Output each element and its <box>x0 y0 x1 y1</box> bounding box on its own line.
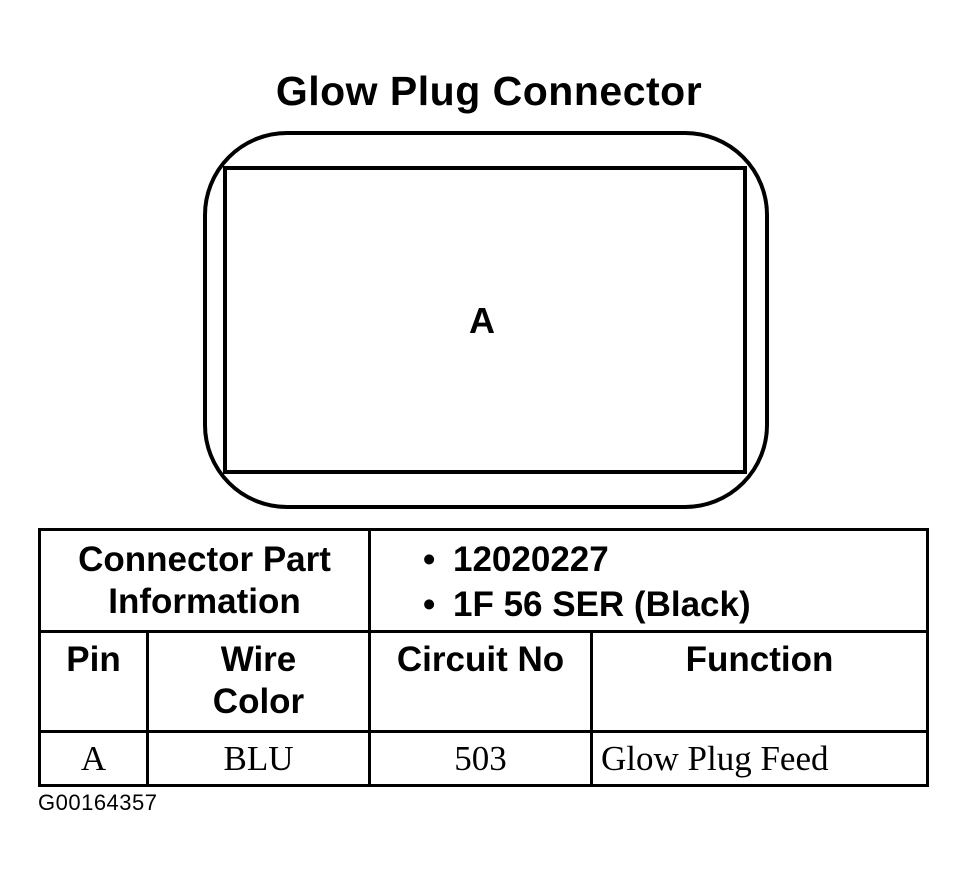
header-wire-label: Wire <box>220 640 297 679</box>
cell-wire-color: BLU <box>146 730 371 787</box>
cell-function: Glow Plug Feed <box>590 730 929 787</box>
connector-pin-a-label: A <box>469 300 495 341</box>
cell-circuit-no: 503 <box>368 730 593 787</box>
header-circuit-label: Circuit No <box>396 640 565 679</box>
header-pin-label: Pin <box>66 640 121 679</box>
table-header-row: Pin Wire Color Circuit No Function <box>38 630 929 733</box>
header-circuit-no: Circuit No <box>368 630 593 733</box>
header-wire-color: Wire Color <box>146 630 371 733</box>
part-number-item: • 1F 56 SER (Black) <box>423 582 926 627</box>
part-number-value: 1F 56 SER (Black) <box>453 585 751 624</box>
cell-pin: A <box>38 730 149 787</box>
connector-info-table: Connector Part Information • 12020227 • 1F… <box>38 528 929 787</box>
header-color-label: Color <box>212 682 305 721</box>
bullet-icon: • <box>423 540 436 579</box>
part-numbers-cell: • 12020227 • 1F 56 SER (Black) <box>368 528 929 633</box>
connector-housing <box>203 131 769 509</box>
header-pin: Pin <box>38 630 149 733</box>
part-info-row: Connector Part Information • 12020227 • 1F… <box>38 528 929 633</box>
figure-id: G00164357 <box>38 790 158 815</box>
part-number-value: 12020227 <box>453 540 609 579</box>
header-function-label: Function <box>685 640 834 679</box>
bullet-icon: • <box>423 585 436 624</box>
diagram-title: Glow Plug Connector <box>275 68 703 114</box>
connector-face <box>223 166 747 474</box>
part-info-label-line1: Connector Part <box>78 540 331 579</box>
part-number-item: • 12020227 <box>423 537 926 582</box>
part-info-label-line2: Information <box>108 582 301 621</box>
table-row: A BLU 503 Glow Plug Feed <box>38 730 929 787</box>
part-info-label-cell: Connector Part Information <box>38 528 371 633</box>
header-function: Function <box>590 630 929 733</box>
